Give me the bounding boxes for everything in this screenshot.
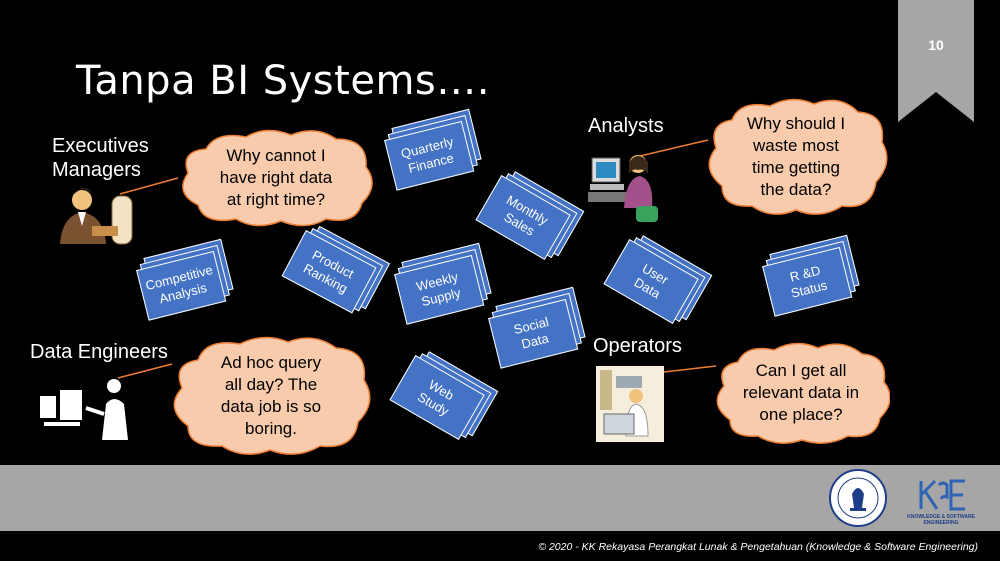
slide-number-bookmark xyxy=(898,0,974,122)
bubble-operators-text: Can I get all relevant data in one place… xyxy=(742,361,860,424)
copyright-text: © 2020 - KK Rekayasa Perangkat Lunak & P… xyxy=(538,541,978,553)
role-analysts: Analysts xyxy=(588,115,664,137)
slide-number: 10 xyxy=(928,37,944,53)
footer-line xyxy=(0,531,1000,561)
slide-canvas: Tanpa BI Systems…. 10 Executives Manager… xyxy=(30,0,974,458)
itb-seal-logo-icon xyxy=(829,469,887,527)
bubble-data-engineers: Ad hoc query all day? The data job is so… xyxy=(168,334,374,458)
role-data-engineers: Data Engineers xyxy=(30,341,168,363)
bubble-executives-text: Why cannot I have right data at right ti… xyxy=(219,146,333,209)
slide-title: Tanpa BI Systems…. xyxy=(76,58,490,104)
executive-figure-icon xyxy=(60,188,133,245)
role-operators: Operators xyxy=(593,335,682,357)
callout-connectors xyxy=(117,139,717,379)
role-executives-managers: Executives Managers xyxy=(52,135,149,181)
data-engineer-figure-icon xyxy=(40,379,128,440)
bubble-operators: Can I get all relevant data in one place… xyxy=(712,340,890,446)
bubble-data-engineers-text: Ad hoc query all day? The data job is so… xyxy=(220,353,322,438)
kse-logo-subtitle: KNOWLEDGE & SOFTWARE ENGINEERING xyxy=(907,514,975,526)
bubble-analysts-text: Why should I waste most time getting the… xyxy=(746,114,846,199)
bubble-analysts: Why should I waste most time getting the… xyxy=(704,96,888,218)
analyst-figure-icon xyxy=(588,155,658,222)
operator-figure-icon xyxy=(596,366,664,442)
kse-logo-icon xyxy=(919,479,965,511)
bubble-executives: Why cannot I have right data at right ti… xyxy=(176,127,376,229)
